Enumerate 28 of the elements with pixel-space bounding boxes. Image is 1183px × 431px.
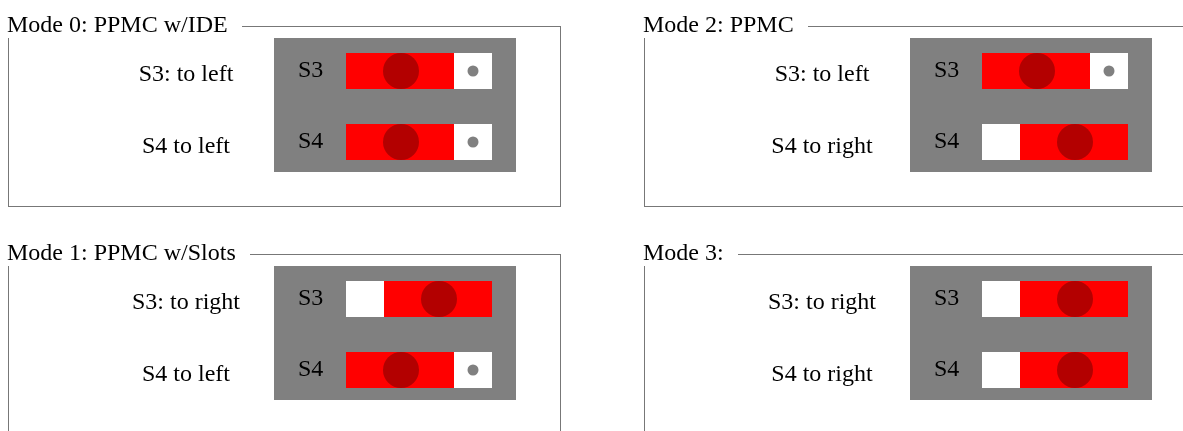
switch-label: S3 [298, 283, 324, 311]
switch-block [910, 38, 1152, 172]
switch-label: S3 [298, 55, 324, 83]
slide-switch [982, 352, 1128, 388]
switch-block [274, 266, 516, 400]
switch-block [274, 38, 516, 172]
setting-label: S4 to left [142, 359, 230, 387]
setting-label: S3: to left [774, 59, 870, 87]
slide-switch [982, 53, 1128, 89]
slide-switch [346, 352, 492, 388]
switch-label: S3 [934, 55, 960, 83]
slide-switch [982, 281, 1128, 317]
setting-label: S4 to right [771, 359, 873, 387]
setting-label: S3: to right [768, 287, 876, 315]
slide-switch [346, 124, 492, 160]
switch-label: S4 [934, 354, 960, 382]
setting-label: S3: to right [132, 287, 240, 315]
switch-label: S4 [934, 126, 960, 154]
setting-label: S4 to right [771, 131, 873, 159]
setting-label: S4 to left [142, 131, 230, 159]
slide-switch [346, 53, 492, 89]
switch-label: S3 [934, 283, 960, 311]
slide-switch [982, 124, 1128, 160]
switch-label: S4 [298, 354, 324, 382]
switch-label: S4 [298, 126, 324, 154]
setting-label: S3: to left [138, 59, 234, 87]
slide-switch [346, 281, 492, 317]
switch-block [910, 266, 1152, 400]
